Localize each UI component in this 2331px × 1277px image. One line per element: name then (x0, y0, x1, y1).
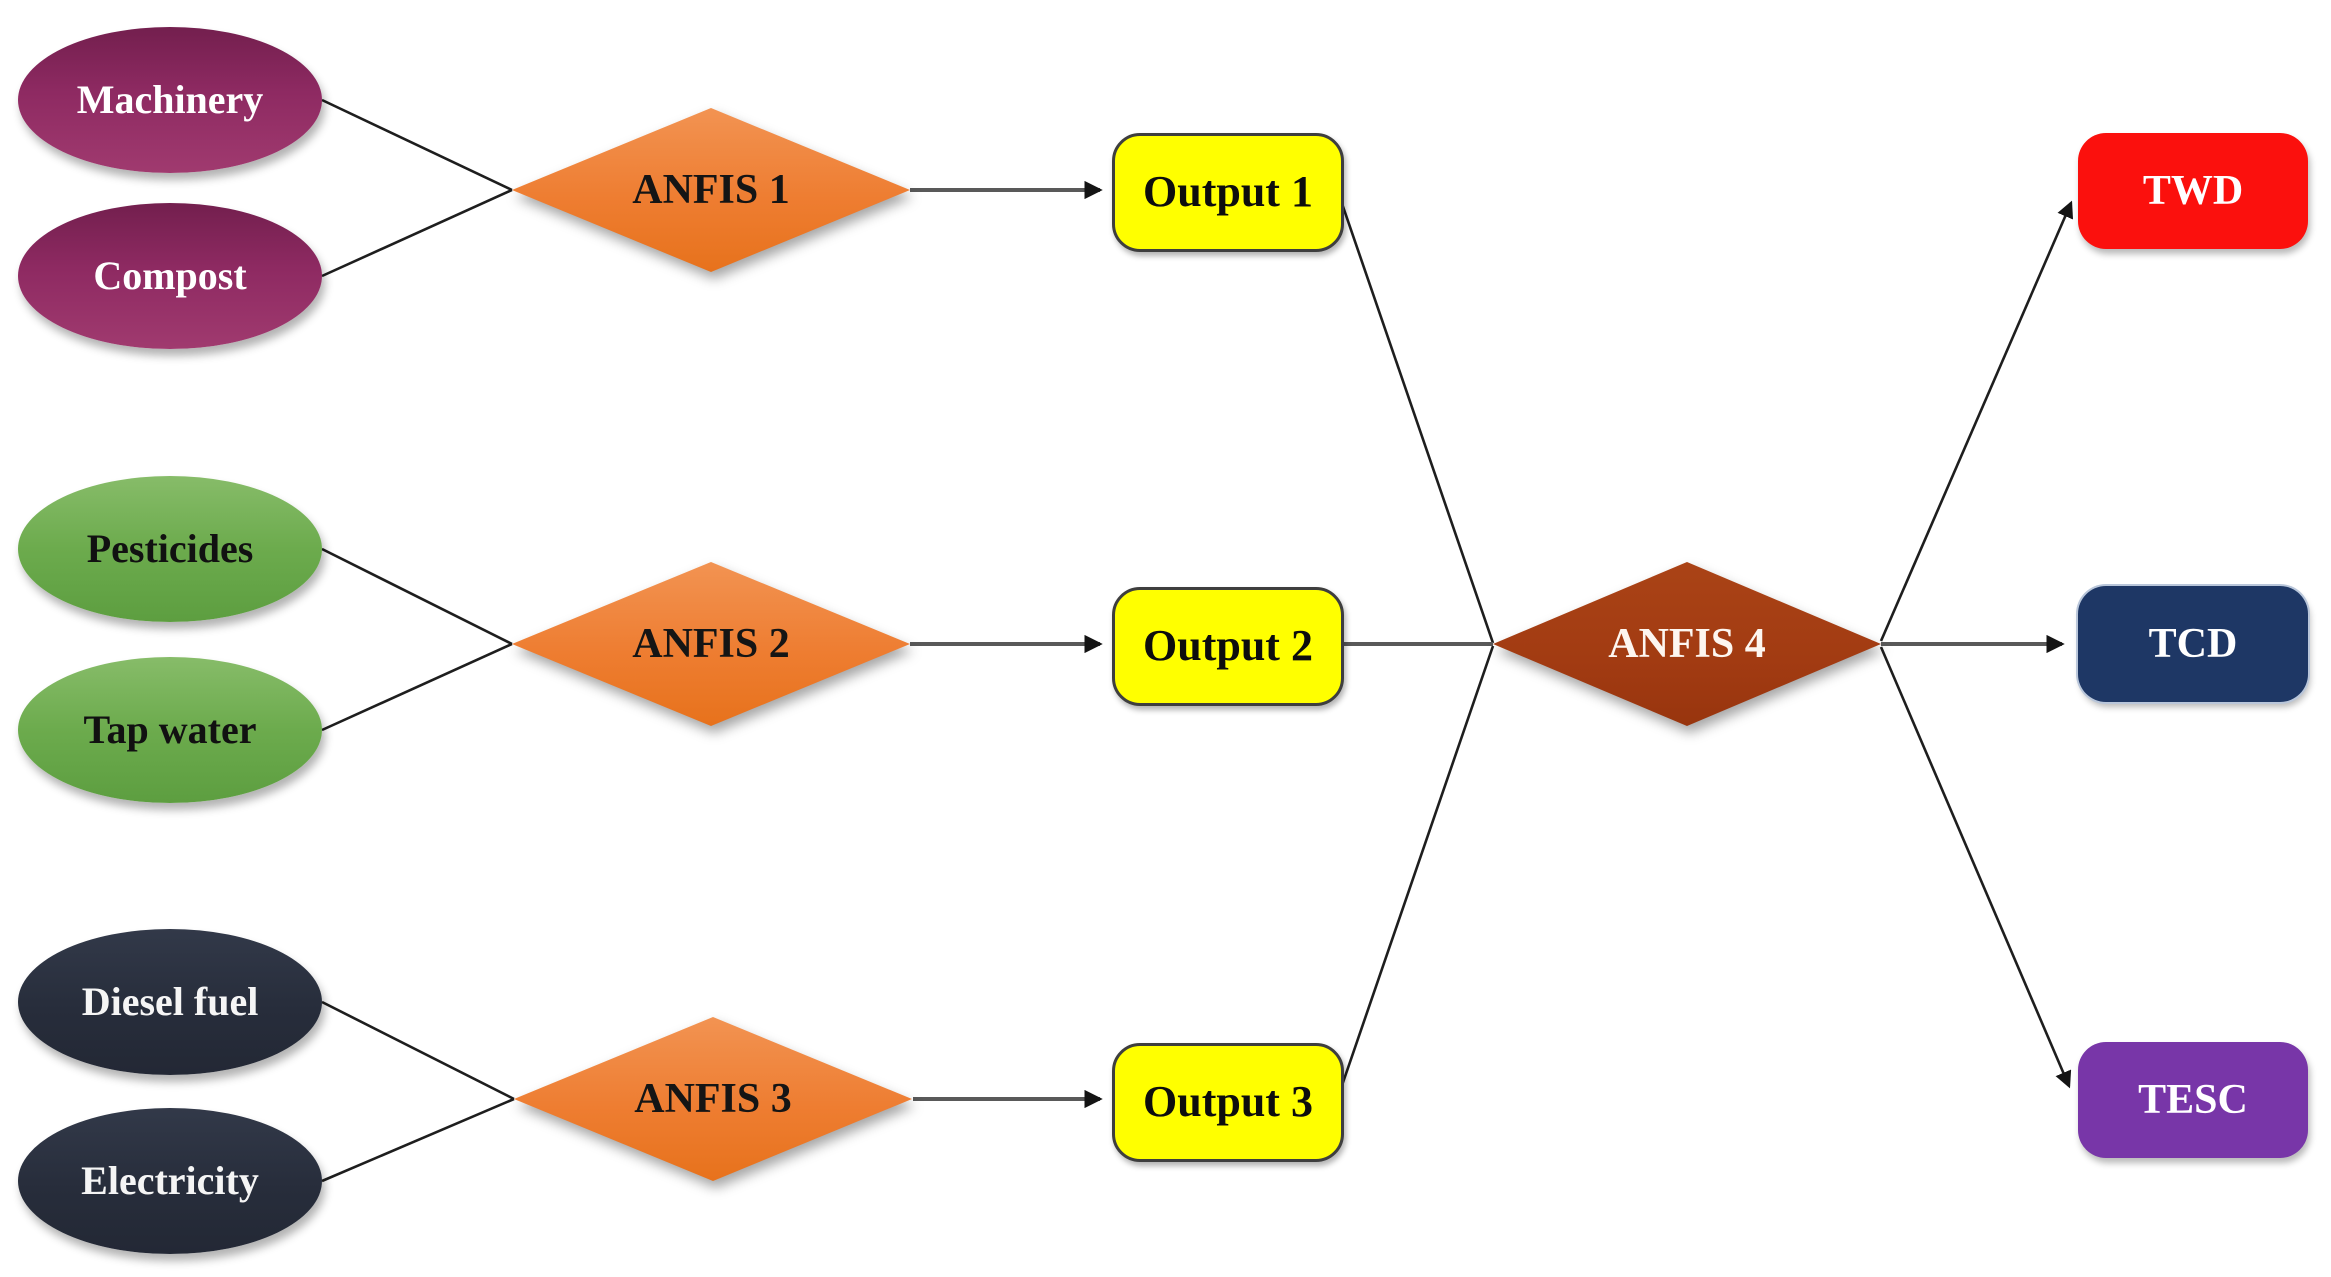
input-machinery: Machinery (18, 27, 322, 173)
anfis3-diamond: ANFIS 3 (514, 1017, 912, 1181)
edge-anfis4-tesc (1879, 646, 2072, 1089)
output2-label: Output 2 (1143, 621, 1313, 671)
anfis1-label: ANFIS 1 (632, 167, 790, 213)
input-diesel-fuel: Diesel fuel (18, 929, 322, 1075)
output2-box: Output 2 (1112, 587, 1344, 706)
input-tap-water: Tap water (18, 657, 322, 803)
output1-box: Output 1 (1112, 133, 1344, 252)
tesc-box: TESC (2078, 1042, 2308, 1158)
tcd-label: TCD (2148, 620, 2238, 667)
anfis2-label: ANFIS 2 (632, 621, 790, 667)
edge-dieselfuel-anfis3 (321, 1000, 515, 1101)
anfis4-label: ANFIS 4 (1608, 621, 1766, 667)
tcd-box: TCD (2078, 586, 2308, 702)
input-tap-water-label: Tap water (83, 707, 257, 752)
output3-label: Output 3 (1143, 1077, 1313, 1127)
input-electricity-label: Electricity (81, 1158, 259, 1203)
anfis3-label: ANFIS 3 (634, 1076, 792, 1122)
tesc-label: TESC (2138, 1076, 2248, 1123)
edge-output3-anfis4 (1336, 645, 1495, 1098)
input-diesel-fuel-label: Diesel fuel (81, 979, 259, 1024)
twd-box: TWD (2078, 133, 2308, 249)
edge-electricity-anfis3 (321, 1097, 515, 1183)
edge-pesticides-anfis2 (321, 547, 513, 646)
edge-output1-anfis4 (1336, 191, 1495, 644)
anfis2-diamond: ANFIS 2 (512, 562, 910, 726)
input-pesticides: Pesticides (18, 476, 322, 622)
input-machinery-label: Machinery (76, 77, 264, 122)
output3-box: Output 3 (1112, 1043, 1344, 1162)
anfis1-diamond: ANFIS 1 (512, 108, 910, 272)
edge-anfis4-twd (1879, 200, 2074, 642)
input-compost-label: Compost (93, 253, 247, 298)
edge-tapwater-anfis2 (321, 642, 513, 732)
edge-machinery-anfis1 (321, 98, 513, 192)
input-pesticides-label: Pesticides (86, 526, 254, 571)
input-compost: Compost (18, 203, 322, 349)
output1-label: Output 1 (1143, 167, 1313, 217)
input-electricity: Electricity (18, 1108, 322, 1254)
edge-compost-anfis1 (321, 188, 513, 278)
twd-label: TWD (2142, 167, 2244, 214)
anfis4-diamond: ANFIS 4 (1493, 562, 1881, 726)
